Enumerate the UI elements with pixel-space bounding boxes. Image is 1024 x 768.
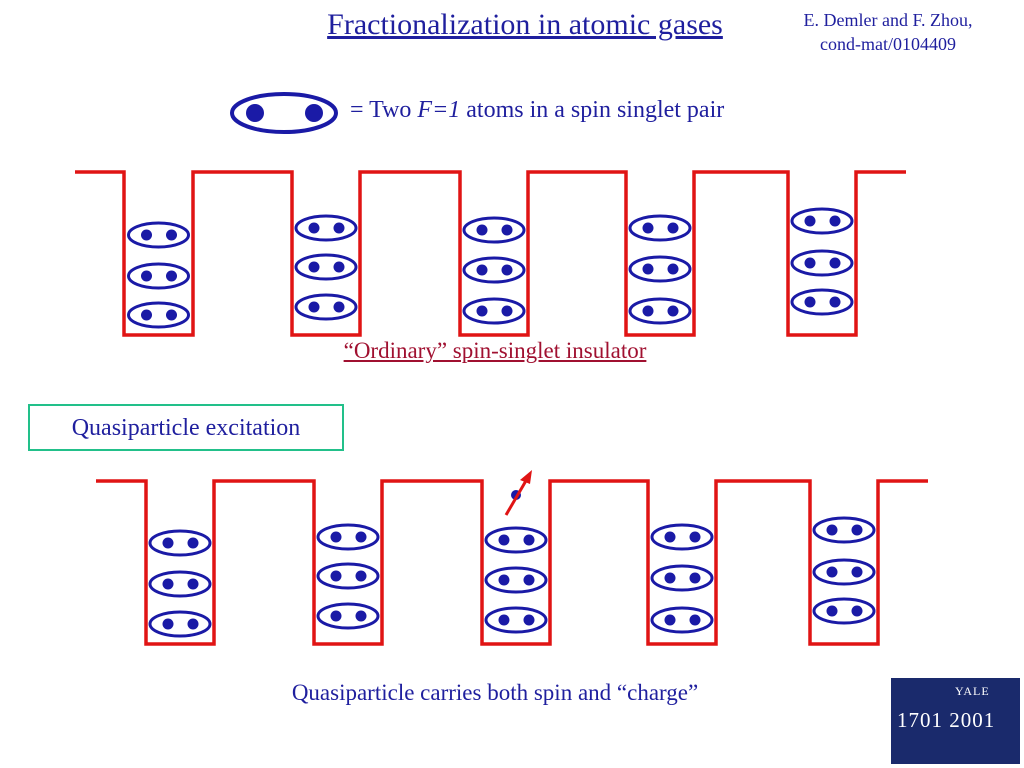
singlet-pair <box>812 558 876 586</box>
spin-quasiparticle <box>504 470 532 516</box>
insulator-lattice <box>75 170 906 337</box>
singlet-pair <box>294 293 358 321</box>
spin-arrowhead-icon <box>520 470 532 484</box>
singlet-pair <box>650 523 714 551</box>
citation-reference: cond-mat/0104409 <box>820 34 956 54</box>
singlet-pair <box>628 214 692 242</box>
quasiparticle-caption: Quasiparticle carries both spin and “cha… <box>291 680 699 705</box>
singlet-pair <box>294 214 358 242</box>
legend-italic: F=1 <box>417 97 461 123</box>
potential-well-line <box>75 170 906 337</box>
singlet-pair <box>790 249 854 277</box>
singlet-pair <box>650 564 714 592</box>
singlet-pair <box>812 597 876 625</box>
singlet-pair <box>316 602 380 630</box>
singlet-pair <box>148 529 212 557</box>
logo-years: 1701 2001 <box>897 708 996 732</box>
singlet-pair <box>148 570 212 598</box>
slide-title: Fractionalization in atomic gases <box>327 8 723 41</box>
singlet-pair <box>628 255 692 283</box>
singlet-pair-icon <box>230 92 338 134</box>
insulator-caption: “Ordinary” spin-singlet insulator <box>343 338 647 363</box>
singlet-pair <box>484 526 548 554</box>
legend-label: = Two F=1 atoms in a spin singlet pair <box>350 97 724 124</box>
quasiparticle-label-box: Quasiparticle excitation <box>28 404 344 451</box>
singlet-pair <box>127 221 190 249</box>
logo-arc-text: YALE <box>955 684 990 698</box>
spin-arrow-icon <box>504 478 529 516</box>
legend-suffix: atoms in a spin singlet pair <box>460 97 725 123</box>
singlet-pair <box>148 610 212 638</box>
citation-authors: E. Demler and F. Zhou, <box>803 10 973 30</box>
singlet-pair <box>628 297 692 325</box>
singlet-pair <box>316 562 380 590</box>
singlet-pair <box>812 516 876 544</box>
singlet-pair <box>316 523 380 551</box>
singlet-pair <box>790 288 854 316</box>
singlet-pair <box>462 216 526 244</box>
singlet-pair <box>127 262 190 290</box>
singlet-pair <box>650 606 714 634</box>
singlet-pair <box>294 253 358 281</box>
singlet-pair <box>462 297 526 325</box>
potential-well-line <box>96 479 928 646</box>
citation: E. Demler and F. Zhou, cond-mat/0104409 <box>778 8 998 56</box>
singlet-pair <box>127 301 190 329</box>
yale-tercentennial-logo: YALE 1701 2001 <box>891 678 1020 764</box>
singlet-pair <box>462 256 526 284</box>
legend-prefix: = Two <box>350 97 418 123</box>
singlet-pair <box>790 207 854 235</box>
excitation-lattice <box>96 479 928 646</box>
singlet-pair <box>484 566 548 594</box>
singlet-pair <box>484 606 548 634</box>
